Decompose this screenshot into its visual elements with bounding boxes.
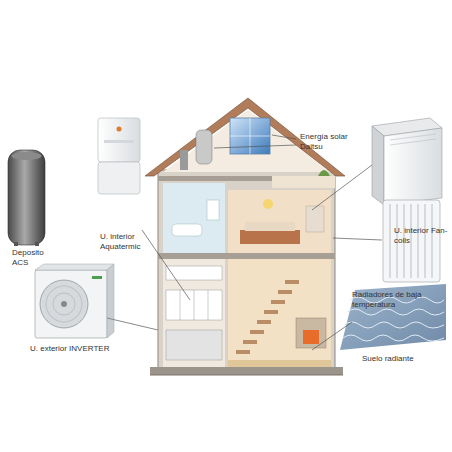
indoor-unit bbox=[98, 118, 140, 194]
callout-label: Radiadores de baja temperatura bbox=[352, 290, 430, 309]
callout-label: U. exterior INVERTER bbox=[30, 344, 140, 354]
outdoor-unit bbox=[35, 264, 158, 338]
fan-coil bbox=[372, 118, 442, 205]
radiator bbox=[383, 200, 440, 282]
callout-label: Deposito ACS bbox=[12, 248, 56, 267]
callout-label: U. interior Aquatermic bbox=[100, 232, 156, 251]
callout-label: U. interior Fan-coils bbox=[394, 226, 448, 245]
callout-label: Suelo radiante bbox=[362, 354, 442, 364]
leader-lines bbox=[142, 135, 382, 350]
dhw-tank bbox=[8, 150, 45, 246]
callout-label: Energía solar Daitsu bbox=[300, 132, 362, 151]
underfloor-heating bbox=[340, 284, 446, 350]
